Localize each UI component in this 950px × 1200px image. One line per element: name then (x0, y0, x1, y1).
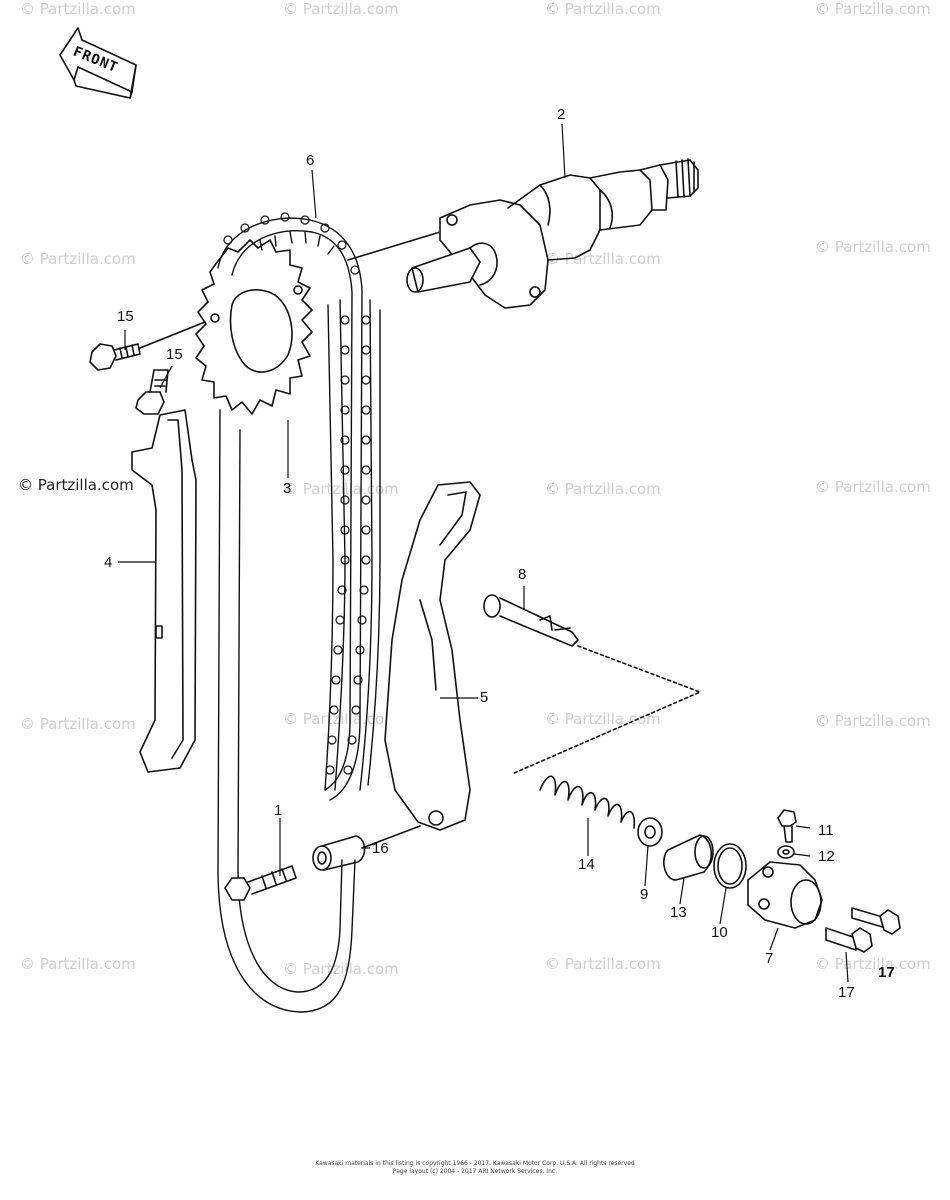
collar-13 (663, 834, 714, 881)
camshaft (406, 158, 699, 309)
pin-8 (483, 594, 579, 647)
callout-15b[interactable]: 15 (166, 346, 183, 363)
callout-7[interactable]: 7 (765, 950, 774, 967)
bolt-1 (224, 865, 297, 901)
watermark: © Partzilla.com (815, 478, 931, 496)
watermark: © Partzilla.com (815, 712, 931, 730)
watermark: © Partzilla.com (20, 955, 136, 973)
callout-10[interactable]: 10 (711, 924, 728, 941)
callout-13[interactable]: 13 (670, 904, 687, 921)
bolt-15b (135, 369, 169, 415)
callout-8[interactable]: 8 (518, 566, 527, 583)
watermark-dark: © Partzilla.com (18, 476, 134, 494)
watermark: © Partzilla.com (283, 710, 399, 728)
watermark: © Partzilla.com (283, 0, 399, 18)
footer-copyright-line1: Kawasaki materials in this listing is co… (315, 1160, 635, 1167)
watermark: © Partzilla.com (20, 250, 136, 268)
watermark: © Partzilla.com (545, 955, 661, 973)
front-arrow-icon (59, 27, 137, 99)
callout-17b[interactable]: 17 (838, 984, 855, 1001)
camshaft-sprocket (195, 239, 313, 415)
watermark: © Partzilla.com (283, 960, 399, 978)
bolt-15a (89, 343, 141, 371)
chain-links (223, 212, 371, 775)
bolt-17a (851, 907, 901, 935)
washer-12 (777, 845, 795, 859)
washer-9 (637, 817, 663, 847)
callout-5[interactable]: 5 (480, 689, 489, 706)
callout-12[interactable]: 12 (818, 848, 835, 865)
spring-14 (539, 775, 636, 829)
callout-14[interactable]: 14 (578, 856, 595, 873)
callout-15a[interactable]: 15 (117, 308, 134, 325)
watermark: © Partzilla.com (545, 0, 661, 18)
watermark: © Partzilla.com (815, 955, 931, 973)
watermark: © Partzilla.com (815, 238, 931, 256)
o-ring-10 (713, 843, 747, 889)
bolt-11 (777, 809, 797, 843)
spacer-16 (312, 835, 366, 871)
watermark: © Partzilla.com (283, 480, 399, 498)
watermark: © Partzilla.com (545, 480, 661, 498)
watermark: © Partzilla.com (545, 710, 661, 728)
callout-11[interactable]: 11 (818, 822, 834, 839)
leader-line (347, 231, 441, 261)
callout-2[interactable]: 2 (557, 106, 566, 123)
callout-leaders (118, 123, 849, 983)
callout-17a[interactable]: 17 (878, 964, 895, 981)
watermark: © Partzilla.com (20, 0, 136, 18)
bolt-17b (825, 927, 873, 953)
watermark: © Partzilla.com (815, 0, 931, 18)
callout-16[interactable]: 16 (372, 840, 389, 857)
chain-guide (131, 409, 197, 773)
callout-1[interactable]: 1 (274, 802, 283, 819)
footer-copyright-line2: Page layout (c) 2004 - 2017 ARI Network … (392, 1168, 558, 1175)
cam-chain (217, 217, 381, 1013)
callout-3[interactable]: 3 (283, 480, 292, 497)
callout-6[interactable]: 6 (306, 152, 315, 169)
callout-9[interactable]: 9 (640, 886, 649, 903)
callout-4[interactable]: 4 (104, 554, 113, 571)
watermark: © Partzilla.com (545, 250, 661, 268)
tensioner-guide (384, 481, 481, 831)
tensioner-housing-7 (747, 861, 823, 929)
watermark: © Partzilla.com (20, 715, 136, 733)
